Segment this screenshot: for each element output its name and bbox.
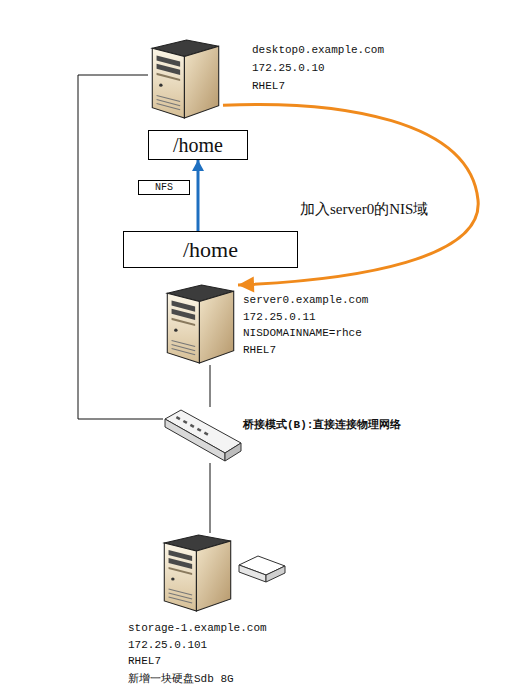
server-icon [148,38,223,120]
server-icon [160,533,235,613]
host-info: 新增一块硬盘Sdb 8G [128,671,234,686]
host-info: 桥接模式(B):直接连接物理网络 [243,417,401,432]
storage-server: storage-1.example.com172.25.0.101RHEL7新增… [160,533,235,613]
arrow-head [192,160,204,171]
host-info: NISDOMAINNAME=rhce [243,327,362,339]
disk-icon [239,556,285,582]
edge-label: 加入server0的NIS域 [300,200,428,219]
network-switch: 桥接模式(B):直接连接物理网络 [163,407,243,463]
path-label: /home [183,237,238,263]
connector-line [210,463,211,533]
arrow-head [238,276,254,292]
connector-line [210,365,211,407]
switch-icon [163,407,243,463]
host-info: RHEL7 [128,655,161,667]
host-info: storage-1.example.com [128,622,267,634]
share-box: /home [123,231,298,268]
host-info: 172.25.0.101 [128,639,207,651]
host-info: desktop0.example.com [252,44,384,56]
host-info: 172.25.0.11 [243,311,316,323]
host-info: RHEL7 [243,344,276,356]
host-info: server0.example.com [243,294,368,306]
host-info: 172.25.0.10 [252,62,325,74]
host-info: RHEL7 [252,80,285,92]
nfs-arrow [192,160,204,231]
nis-server: server0.example.com172.25.0.11NISDOMAINN… [163,283,238,365]
edge-label: NFS [138,180,190,195]
network-cable [210,463,211,533]
desktop-server: desktop0.example.com172.25.0.10RHEL7 [148,38,223,120]
server-icon [163,283,238,365]
path-label: /home [173,134,223,157]
network-cable [210,365,211,407]
share-box: /home [148,130,248,160]
